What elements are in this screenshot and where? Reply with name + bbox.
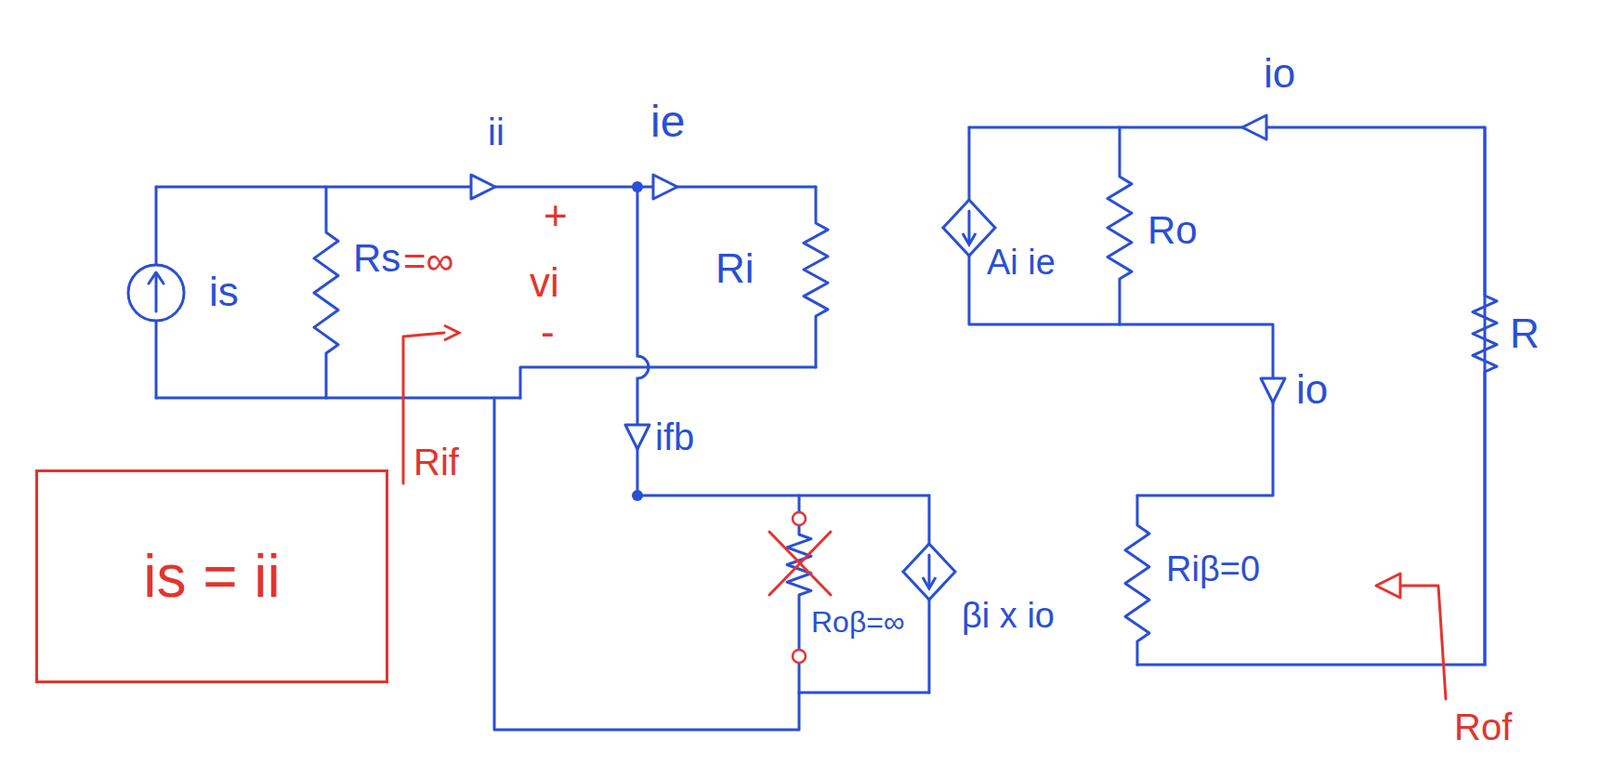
resistor-symbol — [314, 186, 339, 398]
source-arrow-head — [148, 272, 164, 284]
open-terminal — [792, 649, 806, 663]
resistor-symbol — [786, 495, 812, 693]
source-arrow — [968, 210, 971, 241]
source-arrow-head — [962, 233, 976, 245]
current-source-symbol — [128, 264, 184, 321]
signal-label: Rs — [353, 236, 401, 280]
current-arrow — [1260, 378, 1286, 403]
current-arrow — [625, 424, 650, 449]
source-arrow — [155, 274, 158, 312]
signal-label: ii — [487, 111, 505, 153]
wire — [799, 691, 930, 695]
signal-label: vi — [529, 260, 560, 305]
resistor-symbol — [1125, 495, 1150, 665]
resistor-symbol — [1472, 127, 1497, 665]
signal-label: Riβ=0 — [1166, 550, 1260, 590]
leader-line — [1401, 585, 1446, 699]
feedback-wire — [637, 186, 649, 496]
resistor-symbol — [1107, 127, 1132, 325]
junction-dot — [631, 181, 643, 193]
signal-label: + — [543, 193, 568, 238]
open-terminal — [792, 511, 806, 525]
signal-label: R — [1509, 311, 1540, 356]
left-rail — [155, 186, 158, 398]
signal-label: Ro — [1147, 209, 1198, 252]
signal-label: Ai ie — [986, 243, 1056, 283]
signal-label: is — [209, 269, 239, 315]
bottom-wire — [156, 396, 521, 400]
signal-label: Ri — [715, 246, 755, 291]
note-text: is = ii — [143, 543, 281, 609]
signal-label: Rif — [413, 441, 460, 483]
signal-label: - — [540, 309, 555, 355]
wire — [637, 494, 930, 498]
cross-out — [769, 531, 831, 595]
dependent-source-symbol — [903, 543, 956, 600]
leader-arrow — [444, 325, 460, 341]
signal-label: Rof — [1454, 706, 1512, 748]
wire — [969, 127, 1273, 496]
signal-label: Roβ=∞ — [811, 605, 905, 639]
signal-label: io — [1296, 367, 1328, 412]
current-arrow — [1376, 573, 1401, 598]
signal-label: ifb — [655, 416, 695, 458]
signal-label: βi x io — [961, 596, 1055, 636]
current-arrow — [1242, 115, 1267, 140]
return-wire — [520, 367, 816, 398]
signal-label: =∞ — [403, 239, 454, 283]
signal-label: ie — [650, 97, 685, 147]
cross-out — [769, 531, 831, 595]
resistor-symbol — [803, 186, 828, 368]
current-arrow — [471, 174, 496, 199]
output-loop — [969, 127, 1485, 665]
note-box: is = ii — [35, 469, 389, 683]
ground-wire — [494, 397, 800, 730]
signal-label: io — [1263, 51, 1296, 96]
current-arrow — [653, 174, 678, 199]
source-arrow-head — [922, 577, 936, 589]
source-arrow — [928, 554, 932, 585]
